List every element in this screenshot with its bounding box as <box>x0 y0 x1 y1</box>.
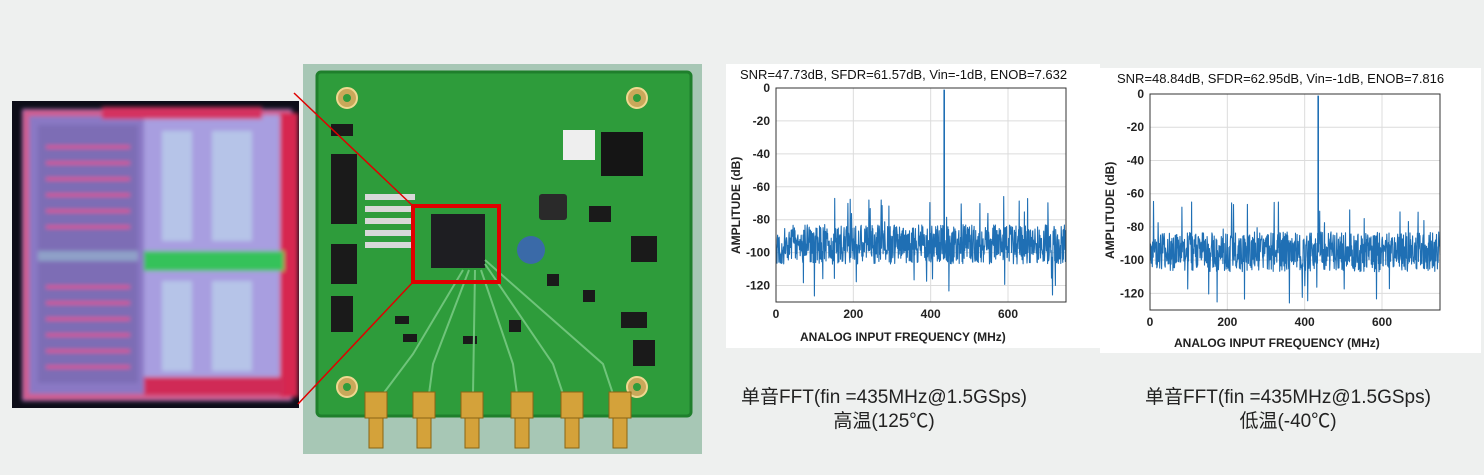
x-tick-label: 0 <box>1147 315 1154 329</box>
y-axis-label: AMPLITUDE (dB) <box>729 156 743 254</box>
y-axis-label: AMPLITUDE (dB) <box>1103 161 1117 259</box>
chip-die-image <box>12 101 299 408</box>
fft-plot: 0 200 400 600 0 -20 -40 -60 -80 -100 -120 <box>1120 87 1441 329</box>
y-tick-label: -40 <box>753 147 771 161</box>
fft-plot: 0 200 400 600 0 -20 -40 -60 -80 -100 -120 <box>746 81 1067 321</box>
y-tick-label: -20 <box>1127 120 1145 134</box>
noise-trace <box>775 195 1067 297</box>
noise-trace <box>1149 200 1441 304</box>
caption-line-1: 单音FFT(fin =435MHz@1.5GSps) <box>1145 387 1431 408</box>
y-tick-label: -60 <box>1127 187 1145 201</box>
pcb-board-photo <box>303 64 702 454</box>
chip-die-photo <box>12 101 299 408</box>
caption-line-2: 低温(-40℃) <box>1239 411 1337 432</box>
y-tick-label: -120 <box>746 279 770 293</box>
y-tick-label: -40 <box>1127 153 1145 167</box>
chart-title: SNR=48.84dB, SFDR=62.95dB, Vin=-1dB, ENO… <box>1117 71 1445 86</box>
y-tick-label: -20 <box>753 114 771 128</box>
y-tick-label: -100 <box>746 246 770 260</box>
y-tick-label: -120 <box>1120 286 1144 300</box>
plot-frame <box>1149 93 1441 311</box>
y-tick-label: 0 <box>763 81 770 95</box>
x-tick-label: 200 <box>1217 315 1237 329</box>
caption-low-temp: 单音FFT(fin =435MHz@1.5GSps) 低温(-40℃) <box>1116 386 1460 434</box>
x-tick-label: 0 <box>773 307 780 321</box>
x-tick-label: 400 <box>1295 315 1315 329</box>
x-axis-label: ANALOG INPUT FREQUENCY (MHz) <box>800 330 1006 344</box>
x-tick-label: 400 <box>921 307 941 321</box>
pcb-board-image <box>303 64 702 454</box>
y-tick-label: -100 <box>1120 253 1144 267</box>
fft-chart-low-temp: SNR=48.84dB, SFDR=62.95dB, Vin=-1dB, ENO… <box>1100 68 1481 353</box>
x-tick-label: 200 <box>843 307 863 321</box>
fft-chart-high-temp: SNR=47.73dB, SFDR=61.57dB, Vin=-1dB, ENO… <box>726 64 1100 348</box>
chart-title: SNR=47.73dB, SFDR=61.57dB, Vin=-1dB, ENO… <box>740 67 1068 82</box>
y-tick-label: -80 <box>1127 220 1145 234</box>
y-tick-label: 0 <box>1137 87 1144 101</box>
plot-frame <box>775 87 1067 303</box>
caption-line-1: 单音FFT(fin =435MHz@1.5GSps) <box>741 387 1027 408</box>
caption-line-2: 高温(125℃) <box>833 411 935 432</box>
y-tick-label: -80 <box>753 213 771 227</box>
highlight-box <box>411 204 501 284</box>
y-tick-label: -60 <box>753 180 771 194</box>
x-axis-label: ANALOG INPUT FREQUENCY (MHz) <box>1174 336 1380 350</box>
caption-high-temp: 单音FFT(fin =435MHz@1.5GSps) 高温(125℃) <box>716 386 1052 434</box>
x-tick-label: 600 <box>1372 315 1392 329</box>
x-tick-label: 600 <box>998 307 1018 321</box>
